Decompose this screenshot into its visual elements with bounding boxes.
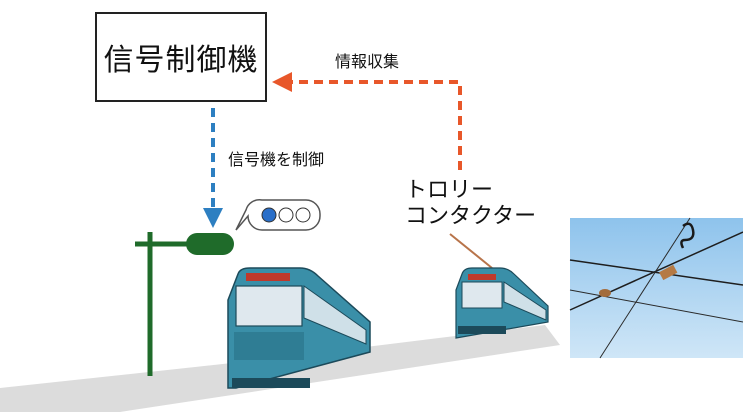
signal-lamp-active (261, 207, 277, 223)
trolley-contactor-label: トロリー コンタクター (405, 178, 536, 230)
signal-lamp-off-2 (295, 207, 311, 223)
trolley-contactor-line2: コンタクター (405, 204, 537, 229)
tram-front (227, 267, 371, 389)
trolley-pole (449, 233, 493, 269)
trolley-contactor-photo (569, 217, 743, 359)
tram-rear (455, 267, 549, 339)
trolley-contactor-line1: トロリー (405, 178, 494, 203)
info-arrow-head (272, 72, 292, 92)
signal-controller-box: 信号制御機 (95, 12, 267, 102)
info-collection-arrow (288, 80, 462, 170)
signal-controller-label: 信号制御機 (103, 43, 259, 78)
signal-head (186, 233, 234, 255)
signal-arrow-head (203, 208, 223, 228)
signal-lamp-off-1 (278, 207, 294, 223)
signal-control-label: 信号機を制御 (228, 150, 325, 169)
info-collection-label: 情報収集 (335, 52, 400, 71)
signal-bubble (235, 199, 321, 231)
